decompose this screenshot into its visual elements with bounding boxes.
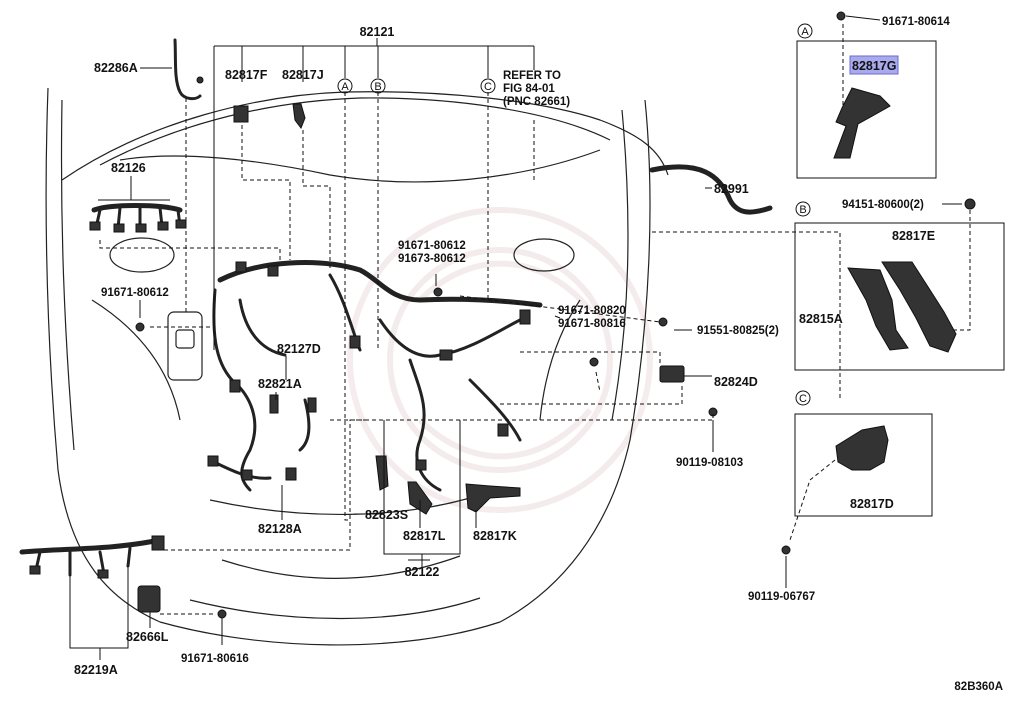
circled-letter-c: C [799,393,807,405]
part-82817J-shape [292,103,306,130]
label-82817E: 82817E [892,229,935,243]
part-82824D-shape [659,365,685,383]
detail-box-a [796,40,937,179]
part-82219A-shape [19,535,165,579]
label-91671-80820: 91671-80820 [558,305,626,317]
label-91671-80612-left: 91671-80612 [101,287,169,299]
label-82821A: 82821A [258,377,302,391]
detail-box-b [794,222,1005,371]
label-82122: 82122 [405,565,440,579]
label-94151-80600: 94151-80600(2) [842,199,924,211]
circled-letter-b: B [799,204,806,216]
label-82817J: 82817J [282,68,324,82]
relay-box [167,311,203,381]
highlight-82817G [849,55,899,75]
part-82817L-shape [407,481,433,515]
label-82817F: 82817F [225,68,268,82]
part-82666L-shape [137,585,161,613]
circled-letters [337,23,813,406]
label-82219A: 82219A [74,663,118,677]
part-82126-shape [89,203,187,233]
diagram-code: 82B360A [954,681,1003,693]
leader-lines [69,15,962,660]
bolts [135,11,976,619]
reference-note-line: REFER TO [503,70,561,82]
label-91671-80616: 91671-80616 [181,653,249,665]
label-82991: 82991 [714,182,749,196]
part-82817F-shape [233,105,249,123]
detail-box-c [794,413,933,517]
label-82817G: 82817G [852,59,896,73]
part-82286A-shape [173,38,204,101]
reference-note-line: FIG 84-01 [503,83,555,95]
label-82817L: 82817L [403,529,446,543]
label-82817K: 82817K [473,529,517,543]
label-91671-80816: 91671-80816 [558,318,626,330]
label-82128A: 82128A [258,522,302,536]
circled-letter-b: B [374,81,381,93]
label-82286A: 82286A [94,61,138,75]
label-82823S: 82823S [365,508,408,522]
label-82815A: 82815A [799,312,843,326]
label-82824D: 82824D [714,375,758,389]
label-91551-80825: 91551-80825(2) [697,325,779,337]
part-82823S-shape [375,455,389,491]
dashed-lines [99,24,971,615]
watermark [347,207,653,513]
part-82991-shape [649,164,773,215]
circled-letter-a: A [801,26,809,38]
circled-letter-labels: A B C A B C [341,26,809,405]
circled-letter-c: C [484,81,492,93]
part-labels: 82121 82286A 82817F 82817J 82126 82991 91671-8… [74,16,1003,693]
label-82127D: 82127D [277,342,321,356]
circled-letter-a: A [341,81,349,93]
label-82666L: 82666L [126,630,169,644]
label-91671-80614: 91671-80614 [882,16,950,28]
engine-room-harness [207,260,543,492]
label-82121: 82121 [360,25,395,39]
label-82817D: 82817D [850,497,894,511]
label-90119-06767: 90119-06767 [748,591,815,603]
label-82126: 82126 [111,161,146,175]
label-91673-80612: 91673-80612 [398,253,466,265]
label-91671-80612-center: 91671-80612 [398,240,466,252]
part-82817K-shape [465,483,521,513]
reference-note-line: (PNC 82661) [503,96,570,108]
label-90119-08103: 90119-08103 [676,457,743,469]
